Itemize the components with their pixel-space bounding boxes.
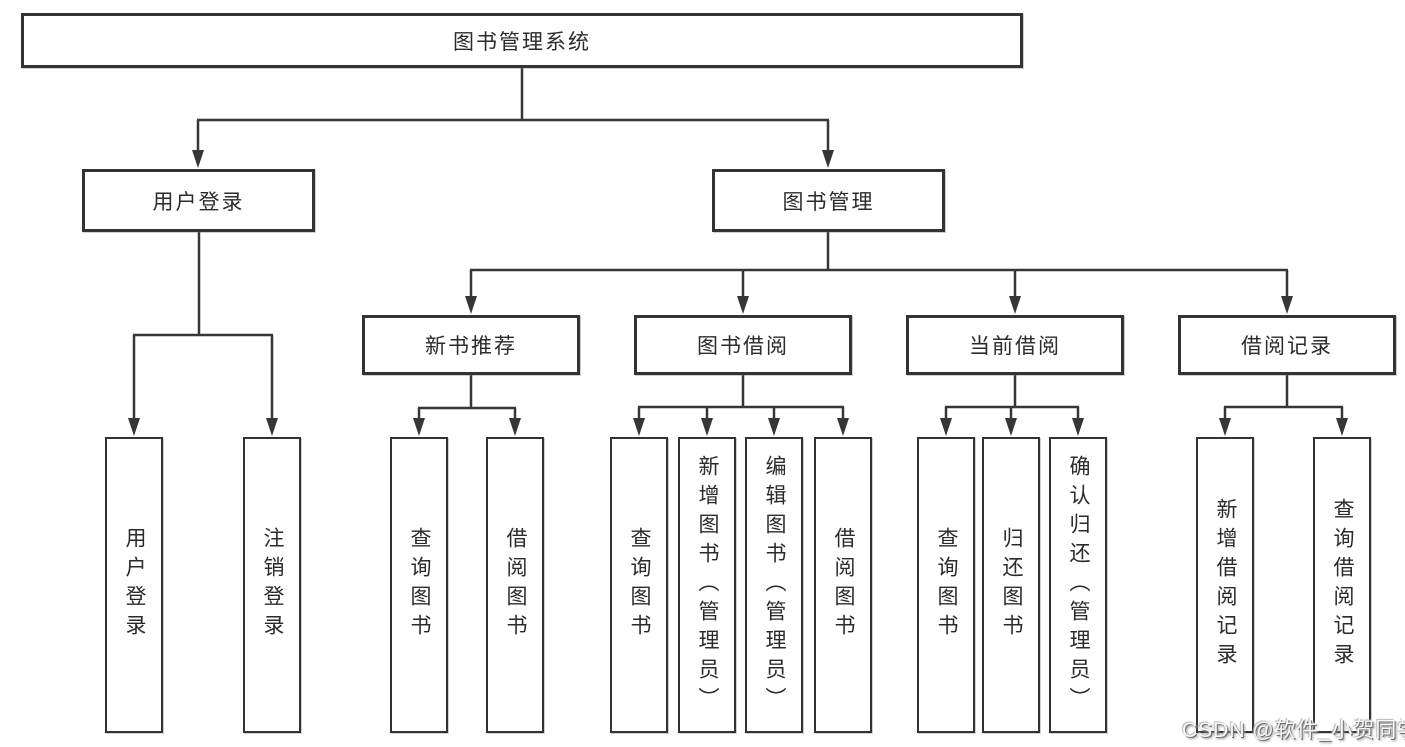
leaf-recommend-borrow-books: 借阅图书 xyxy=(486,437,544,733)
leaf-records-query-borrow-record: 查询借阅记录 xyxy=(1313,437,1371,733)
leaf-borrowing-add-books-admin: 新增图书（管理员） xyxy=(678,437,736,733)
leaf-user-login: 用户登录 xyxy=(105,437,163,733)
leaf-current-confirm-return-admin: 确认归还（管理员） xyxy=(1049,437,1107,733)
leaf-label: 编辑图书（管理员） xyxy=(763,454,786,716)
node-current-borrowing: 当前借阅 xyxy=(906,315,1124,375)
node-label: 借阅记录 xyxy=(1241,335,1333,358)
leaf-label: 借阅图书 xyxy=(832,527,855,643)
node-label: 图书管理系统 xyxy=(453,30,591,54)
leaf-label: 查询图书 xyxy=(935,527,958,643)
leaf-label: 借阅图书 xyxy=(504,527,527,643)
leaf-recommend-query-books: 查询图书 xyxy=(390,437,448,733)
node-book-borrowing: 图书借阅 xyxy=(634,315,852,375)
leaf-borrowing-edit-books-admin: 编辑图书（管理员） xyxy=(745,437,803,733)
node-new-book-recommendation: 新书推荐 xyxy=(362,315,580,375)
leaf-logout: 注销登录 xyxy=(243,437,301,733)
leaf-current-return-books: 归还图书 xyxy=(982,437,1040,733)
leaf-label: 注销登录 xyxy=(261,527,284,643)
node-label: 图书借阅 xyxy=(697,335,789,358)
leaf-label: 确认归还（管理员） xyxy=(1067,454,1090,716)
leaf-borrowing-query-books: 查询图书 xyxy=(610,437,668,733)
csdn-watermark: CSDN @软件_小贺同学 xyxy=(1182,719,1405,742)
leaf-label: 新增借阅记录 xyxy=(1214,498,1237,672)
node-label: 新书推荐 xyxy=(425,335,517,358)
leaf-label: 查询图书 xyxy=(408,527,431,643)
node-borrowing-records: 借阅记录 xyxy=(1178,315,1396,375)
node-label: 当前借阅 xyxy=(969,335,1061,358)
node-label: 图书管理 xyxy=(782,190,875,214)
leaf-label: 新增图书（管理员） xyxy=(696,454,719,716)
leaf-borrowing-borrow-books: 借阅图书 xyxy=(814,437,872,733)
leaf-label: 归还图书 xyxy=(1000,527,1023,643)
leaf-label: 查询借阅记录 xyxy=(1331,498,1354,672)
node-book-management: 图书管理 xyxy=(712,169,945,232)
node-label: 用户登录 xyxy=(152,190,245,214)
node-library-management-system: 图书管理系统 xyxy=(21,13,1023,68)
leaf-label: 查询图书 xyxy=(628,527,651,643)
leaf-label: 用户登录 xyxy=(123,527,146,643)
leaf-current-query-books: 查询图书 xyxy=(917,437,975,733)
leaf-records-add-borrow-record: 新增借阅记录 xyxy=(1196,437,1254,733)
node-user-login: 用户登录 xyxy=(82,169,315,232)
